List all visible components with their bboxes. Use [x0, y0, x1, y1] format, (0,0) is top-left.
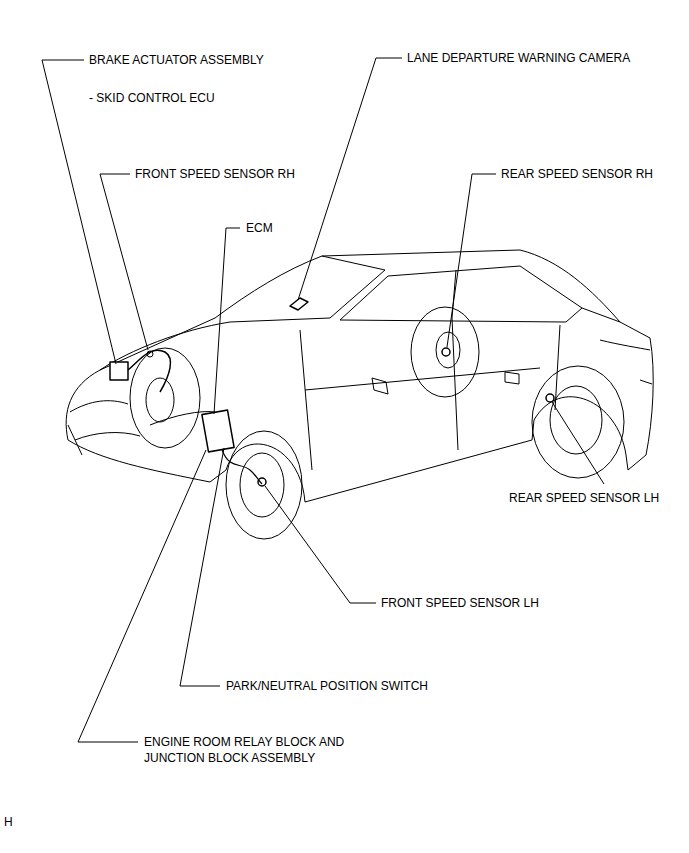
rear-rh-wheel [411, 307, 479, 397]
front-rh-sensor [147, 351, 153, 357]
part-label: ENGINE ROOM RELAY BLOCK AND JUNCTION BLO… [143, 734, 385, 766]
figure-code: H [3, 814, 14, 830]
car-body [66, 250, 653, 502]
ecm-wire [222, 450, 262, 484]
leader-line [180, 448, 224, 686]
part-label: PARK/NEUTRAL POSITION SWITCH [225, 678, 429, 694]
front-rh-hub [146, 378, 174, 422]
part-label: LANE DEPARTURE WARNING CAMERA [406, 50, 631, 66]
rear-rh-sensor [442, 348, 450, 356]
part-label: ECM [245, 220, 274, 236]
rear-lh-sensor [546, 394, 554, 402]
front-rh-wheel [130, 348, 200, 448]
ecm-unit [202, 410, 234, 452]
leader-line [447, 174, 496, 347]
rear-lh-hub [550, 386, 602, 454]
front-lh-wheel [226, 431, 302, 539]
leader-line [552, 402, 604, 484]
leader-line [214, 228, 240, 414]
lane-camera [290, 298, 308, 310]
front-lh-hub [240, 453, 284, 517]
car-doors [300, 318, 560, 470]
speed-sensor-wire [128, 350, 170, 392]
car-rear [582, 308, 652, 384]
leader-line [78, 450, 206, 742]
part-label: FRONT SPEED SENSOR LH [380, 595, 540, 611]
car-hood-line [100, 256, 385, 370]
part-label: FRONT SPEED SENSOR RH [134, 166, 296, 182]
part-label: - SKID CONTROL ECU [88, 90, 216, 106]
brake-actuator [110, 362, 128, 380]
car-windows [340, 266, 582, 322]
leader-line [265, 486, 376, 603]
leader-line [100, 174, 148, 350]
part-label: BRAKE ACTUATOR ASSEMBLY [88, 52, 265, 68]
part-label: REAR SPEED SENSOR RH [500, 166, 654, 182]
leader-line [298, 58, 402, 300]
part-label: REAR SPEED SENSOR LH [508, 490, 660, 506]
front-lh-sensor [258, 478, 266, 486]
rear-lh-wheel [532, 366, 624, 478]
